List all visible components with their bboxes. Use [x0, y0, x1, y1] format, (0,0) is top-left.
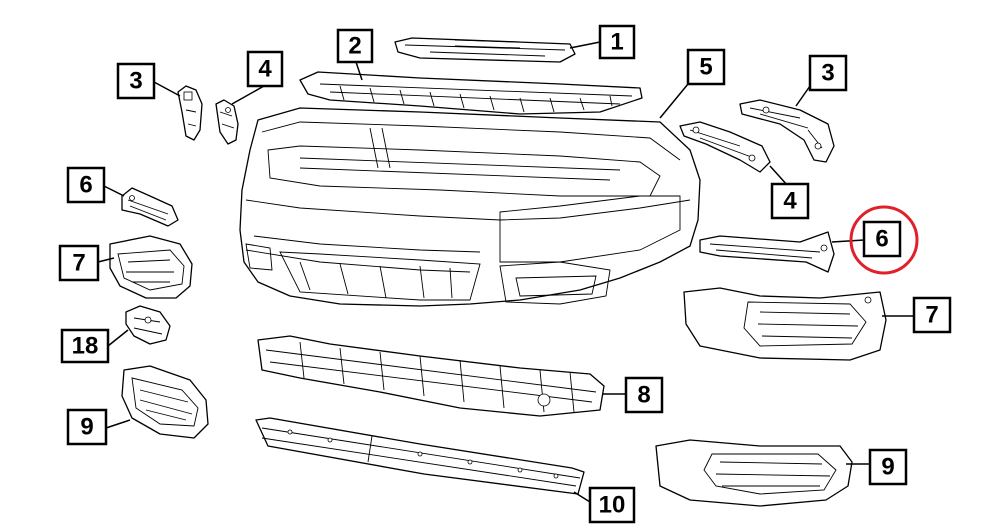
label-4-left[interactable]: 4 [246, 50, 284, 88]
svg-text:4: 4 [258, 56, 272, 83]
label-9-right[interactable]: 9 [868, 448, 908, 486]
label-9-left[interactable]: 9 [66, 408, 108, 446]
part-1-upper-cover[interactable] [394, 37, 576, 63]
svg-text:8: 8 [637, 382, 650, 409]
highlight-circle [849, 205, 919, 275]
label-3-left[interactable]: 3 [116, 62, 156, 100]
part-6-left-bracket[interactable] [121, 187, 179, 227]
part-4-right-bracket[interactable] [679, 121, 771, 173]
svg-text:18: 18 [72, 333, 99, 360]
part-3-left-bracket[interactable] [177, 85, 203, 141]
part-9-right-fog-bezel[interactable] [655, 439, 853, 507]
part-5-bumper-fascia[interactable] [239, 107, 701, 307]
label-3-right[interactable]: 3 [808, 54, 848, 92]
svg-text:3: 3 [129, 68, 142, 95]
part-2-upper-bracket[interactable] [299, 71, 643, 115]
svg-text:3: 3 [821, 60, 834, 87]
label-5[interactable]: 5 [686, 48, 726, 86]
label-4-right[interactable]: 4 [770, 182, 810, 220]
label-8[interactable]: 8 [624, 376, 664, 414]
svg-text:2: 2 [348, 33, 361, 60]
label-7-right[interactable]: 7 [912, 296, 952, 334]
label-7-left[interactable]: 7 [58, 244, 100, 282]
label-18[interactable]: 18 [60, 328, 110, 364]
svg-text:4: 4 [783, 188, 797, 215]
svg-text:7: 7 [925, 302, 938, 329]
part-9-left-fog-bezel[interactable] [121, 365, 209, 439]
part-7-left-fog-bezel[interactable] [109, 235, 193, 299]
label-6-right[interactable]: 6 [862, 220, 902, 258]
label-6-left[interactable]: 6 [66, 166, 106, 204]
svg-text:6: 6 [875, 226, 888, 253]
label-2[interactable]: 2 [336, 28, 374, 64]
part-7-right-fog-bezel[interactable] [683, 287, 887, 361]
label-10[interactable]: 10 [588, 486, 636, 524]
svg-text:9: 9 [80, 414, 93, 441]
svg-text:10: 10 [599, 492, 626, 519]
svg-text:7: 7 [72, 250, 85, 277]
part-18-bracket[interactable] [125, 305, 171, 345]
part-4-left-bracket[interactable] [215, 99, 239, 145]
svg-text:5: 5 [699, 54, 712, 81]
svg-text:9: 9 [881, 454, 894, 481]
part-3-right-bracket[interactable] [739, 99, 835, 163]
svg-text:6: 6 [79, 172, 92, 199]
part-10-bumper-beam[interactable] [255, 417, 585, 495]
part-6-right-bracket[interactable] [699, 231, 835, 273]
label-1[interactable]: 1 [598, 24, 636, 60]
svg-text:1: 1 [610, 29, 623, 56]
part-8-energy-absorber[interactable] [257, 335, 605, 417]
leader-lines [97, 41, 914, 503]
